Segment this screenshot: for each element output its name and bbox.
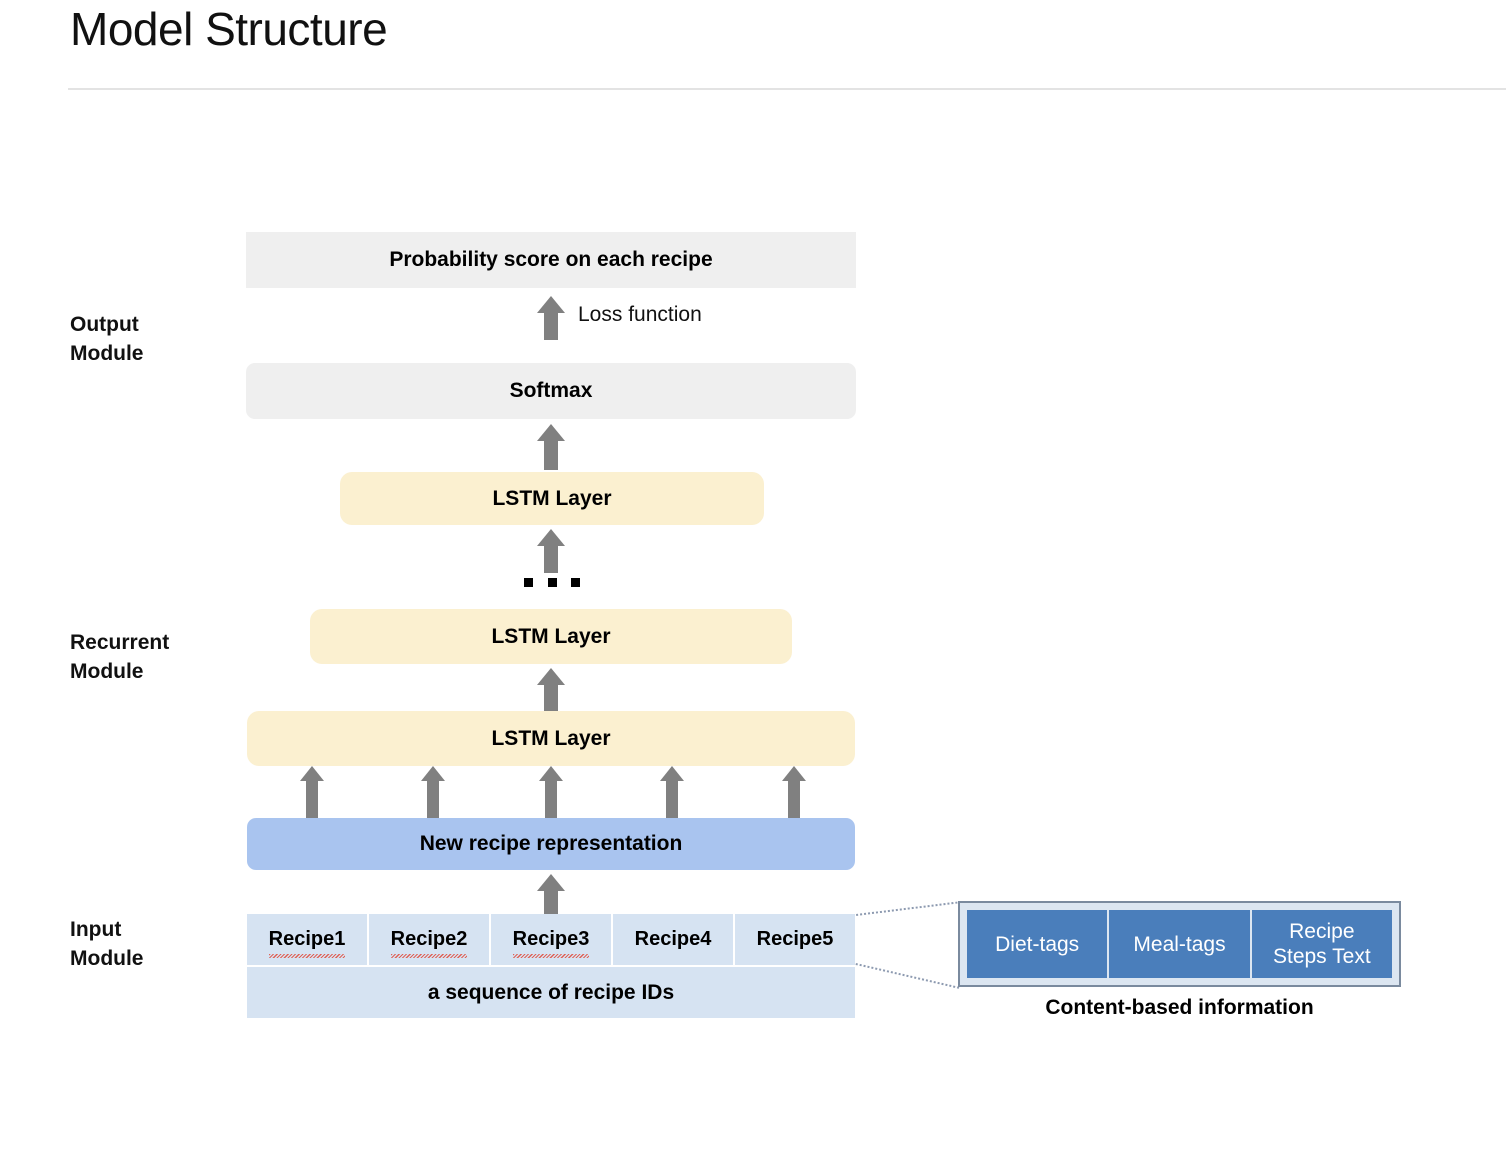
- recipe-cell-5-label: Recipe5: [756, 928, 834, 950]
- recipe-cell-4: Recipe4: [613, 914, 733, 965]
- recipe-cell-5: Recipe5: [735, 914, 855, 965]
- recipe-representation-arrow-icon: [533, 874, 569, 918]
- recipe-cell-1: Recipe1: [247, 914, 367, 965]
- input-arrow-icon-3: [536, 766, 566, 822]
- input-arrow-icon-5: [779, 766, 809, 822]
- input-arrow-icon-4: [657, 766, 687, 822]
- recurrent-module-label: Recurrent Module: [70, 631, 170, 683]
- content-based-info-cells: Diet-tags Meal-tags Recipe Steps Text: [967, 910, 1392, 978]
- recipe-cell-2-label: Recipe2: [390, 928, 468, 958]
- recipe-id-row: Recipe1 Recipe2 Recipe3 Recipe4 Recipe5: [247, 914, 855, 965]
- input-arrow-icon-2: [418, 766, 448, 822]
- new-recipe-representation-block: New recipe representation: [247, 818, 855, 870]
- page-title: Model Structure: [70, 3, 388, 55]
- loss-function-arrow-icon: [533, 296, 569, 340]
- callout-connector-top: [856, 901, 962, 916]
- lstm-middle-arrow-icon: [533, 668, 569, 712]
- softmax-block: Softmax: [246, 363, 856, 419]
- input-arrow-icon-1: [297, 766, 327, 822]
- loss-function-label: Loss function: [578, 303, 702, 326]
- recipe-cell-1-label: Recipe1: [268, 928, 346, 958]
- content-cell-recipe-steps-text: Recipe Steps Text: [1251, 910, 1392, 978]
- content-based-info-panel: Diet-tags Meal-tags Recipe Steps Text: [958, 901, 1401, 987]
- title-divider: [68, 88, 1506, 90]
- recipe-cell-3-label: Recipe3: [512, 928, 590, 958]
- probability-score-block: Probability score on each recipe: [246, 232, 856, 288]
- lstm-layer-bottom: LSTM Layer: [247, 711, 855, 766]
- recipe-cell-2: Recipe2: [369, 914, 489, 965]
- output-module-container: [0, 0, 658, 238]
- lstm-layer-middle: LSTM Layer: [310, 609, 792, 664]
- recipe-cell-4-label: Recipe4: [634, 928, 712, 950]
- softmax-input-arrow-icon: [533, 424, 569, 470]
- input-module-label: Input Module: [70, 918, 144, 970]
- content-based-info-caption: Content-based information: [1045, 996, 1314, 1019]
- output-module-label: Output Module: [70, 313, 144, 365]
- recipe-cell-3: Recipe3: [491, 914, 611, 965]
- content-cell-meal-tags: Meal-tags: [1109, 910, 1250, 978]
- lstm-layer-top: LSTM Layer: [340, 472, 764, 525]
- lstm-stack-ellipsis-icon: [524, 573, 580, 591]
- callout-connector-bottom: [855, 963, 960, 989]
- recipe-sequence-band: a sequence of recipe IDs: [247, 967, 855, 1018]
- lstm-top-arrow-icon: [533, 529, 569, 573]
- content-cell-diet-tags: Diet-tags: [967, 910, 1108, 978]
